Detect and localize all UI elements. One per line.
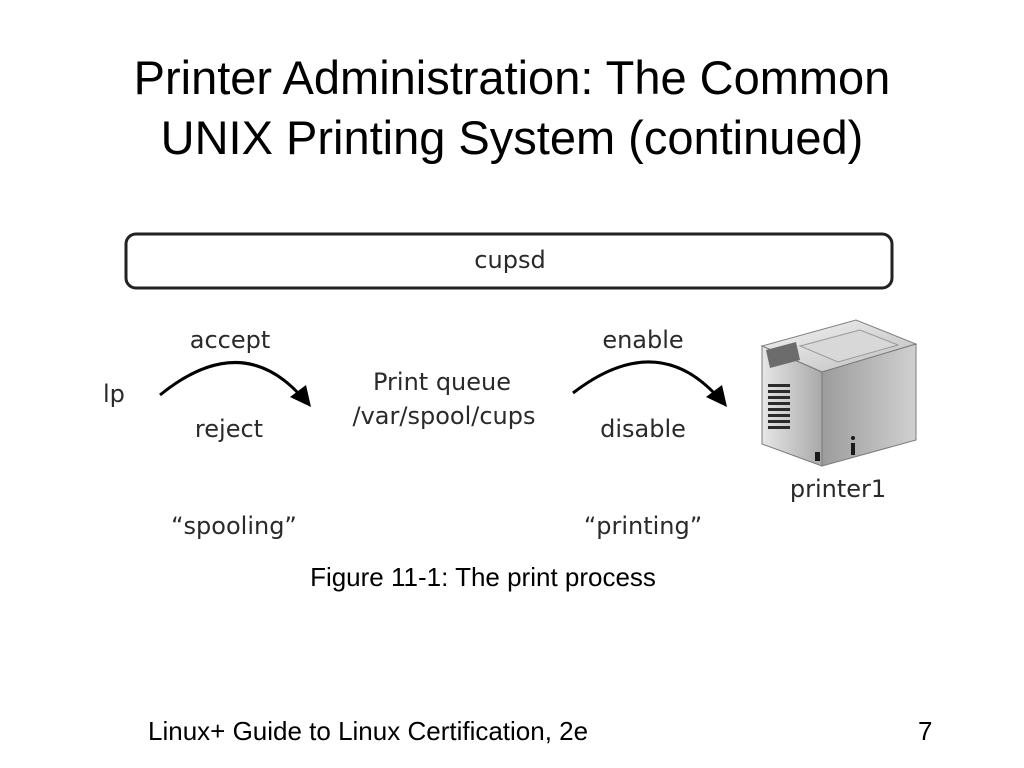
figure-caption: Figure 11-1: The print process — [310, 562, 656, 592]
title-line-2: UNIX Printing System (continued) — [160, 111, 864, 164]
arrow-spool — [159, 361, 302, 397]
printer-label: printer1 — [790, 475, 886, 503]
cupsd-label: cupsd — [474, 246, 545, 274]
printer-icon — [760, 319, 918, 467]
cupsd-box — [124, 232, 894, 290]
arrow-print-head — [706, 385, 727, 407]
reject-label: reject — [195, 415, 263, 443]
printing-label: “printing” — [584, 512, 702, 540]
accept-label: accept — [190, 326, 271, 354]
page-number: 7 — [918, 716, 933, 746]
disable-label: disable — [600, 415, 686, 443]
footer-text: Linux+ Guide to Linux Certification, 2e — [148, 716, 589, 746]
enable-label: enable — [602, 326, 683, 354]
spooling-label: “spooling” — [171, 512, 297, 540]
arrow-spool-head — [290, 385, 311, 407]
arrow-print — [572, 360, 718, 397]
lp-label: lp — [103, 380, 125, 408]
queue-label: Print queue — [373, 368, 511, 396]
title-line-1: Printer Administration: The Common — [133, 51, 891, 104]
slide-title: Printer Administration: The Common UNIX … — [0, 48, 1024, 168]
queue-path: /var/spool/cups — [353, 402, 536, 430]
